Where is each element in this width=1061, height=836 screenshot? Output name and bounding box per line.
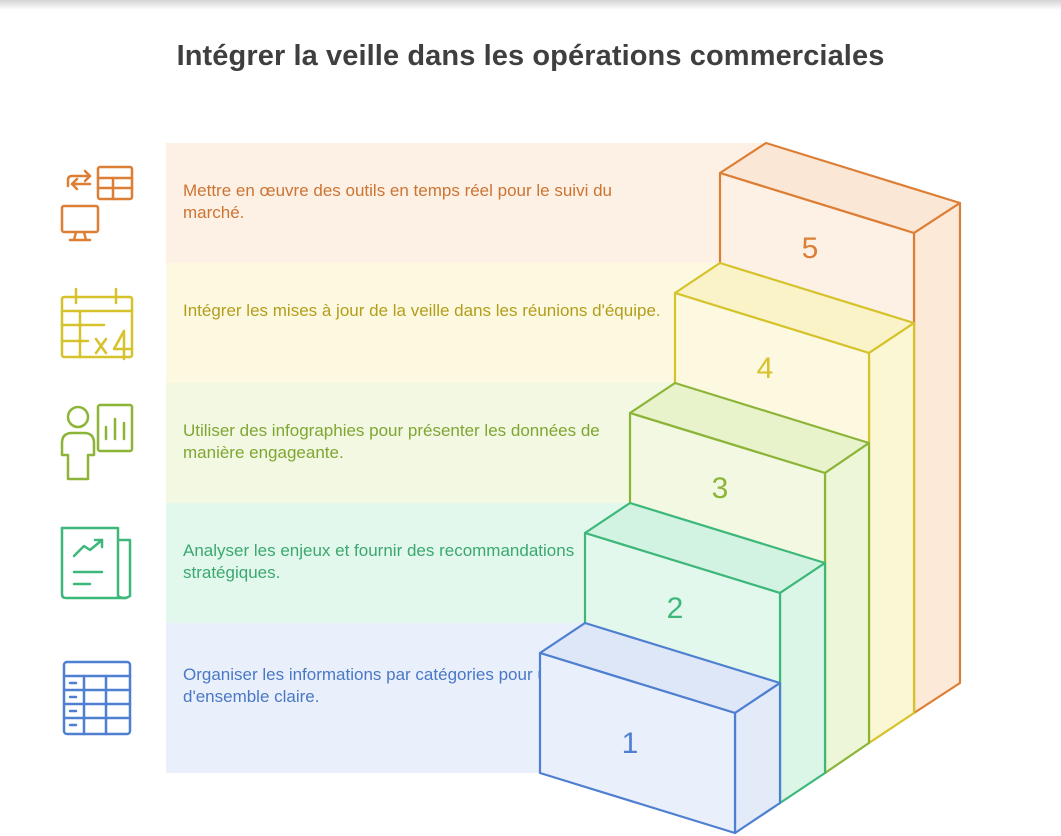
step-2-number: 2 [667, 592, 684, 625]
step-1-text: Organiser les informations par catégorie… [183, 665, 598, 706]
calendar-x4-icon [58, 283, 138, 363]
report-chart-icon [58, 524, 138, 604]
step-2-text: Analyser les enjeux et fournir des recom… [183, 541, 575, 582]
step-3-text: Utiliser des infographies pour présenter… [183, 421, 600, 462]
top-shadow [0, 0, 1061, 10]
monitor-sync-icon [58, 162, 138, 242]
step-1-number: 1 [622, 727, 639, 760]
presenter-chart-icon [58, 403, 138, 483]
step-4-number: 4 [757, 352, 774, 385]
step-4-band [166, 263, 766, 383]
step-3-number: 3 [712, 472, 729, 505]
page-title: Intégrer la veille dans les opérations c… [176, 40, 885, 72]
step-4-text: Intégrer les mises à jour de la veille d… [183, 301, 661, 320]
step-5-band [166, 143, 766, 263]
step-5-number: 5 [802, 232, 819, 265]
table-icon [58, 658, 138, 738]
step-5-text: Mettre en œuvre des outils en temps réel… [183, 181, 612, 222]
step-1-block [538, 621, 782, 835]
